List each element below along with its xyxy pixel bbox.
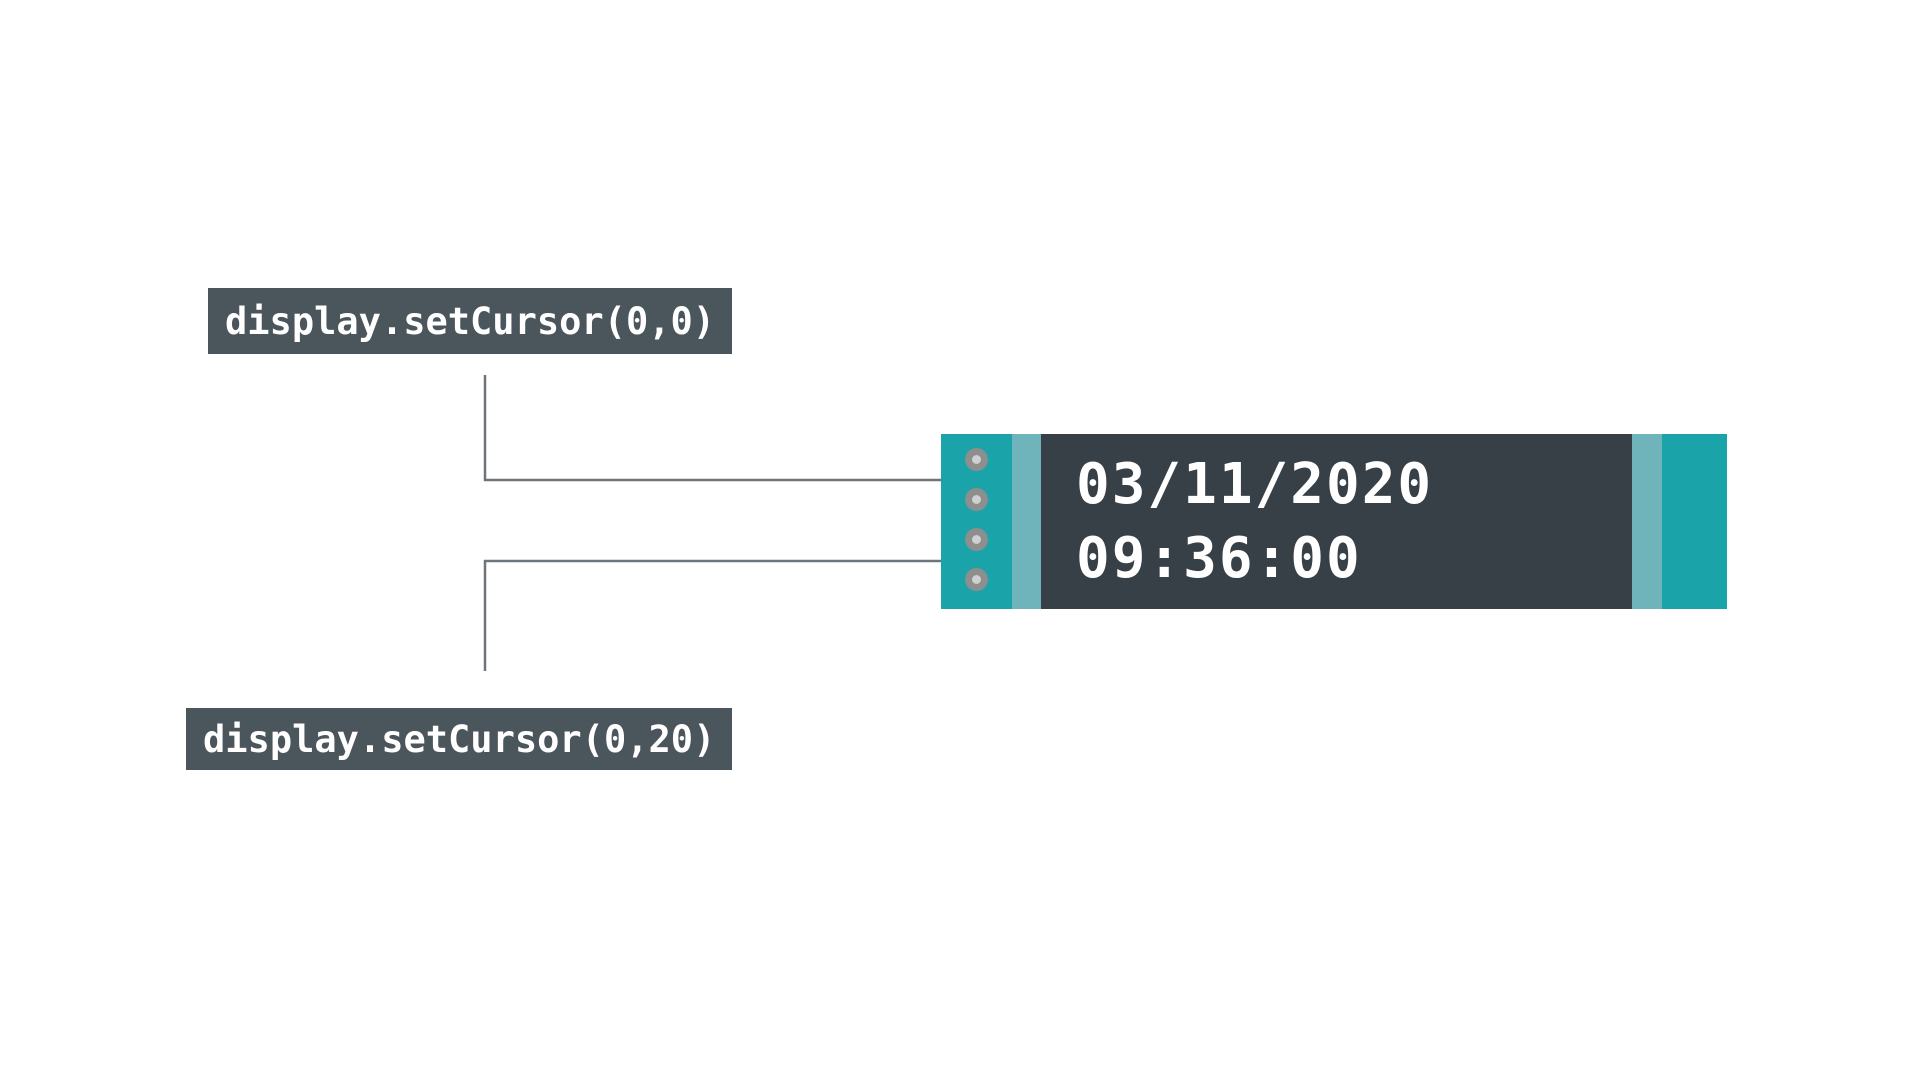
- screen-line-date: 03/11/2020: [1076, 451, 1434, 517]
- bezel-left-inner-strip: [1012, 434, 1041, 609]
- screw-hole-icon: [965, 568, 988, 591]
- annotation-chip-label: display.setCursor(0,20): [203, 717, 716, 761]
- annotation-chip-set-cursor-0-20: display.setCursor(0,20): [186, 708, 732, 770]
- bezel-right-inner-strip: [1632, 434, 1662, 609]
- screen-line-time: 09:36:00: [1076, 525, 1362, 591]
- screw-hole-icon: [965, 488, 988, 511]
- annotation-chip-label: display.setCursor(0,0): [225, 299, 716, 343]
- bezel-left: [941, 434, 1012, 609]
- oled-display-module: 03/11/2020 09:36:00: [941, 434, 1727, 609]
- bezel-right: [1662, 434, 1727, 609]
- screw-hole-icon: [965, 528, 988, 551]
- annotation-chip-set-cursor-0-0: display.setCursor(0,0): [208, 288, 732, 354]
- display-screen: 03/11/2020 09:36:00: [1041, 434, 1632, 609]
- screw-hole-icon: [965, 448, 988, 471]
